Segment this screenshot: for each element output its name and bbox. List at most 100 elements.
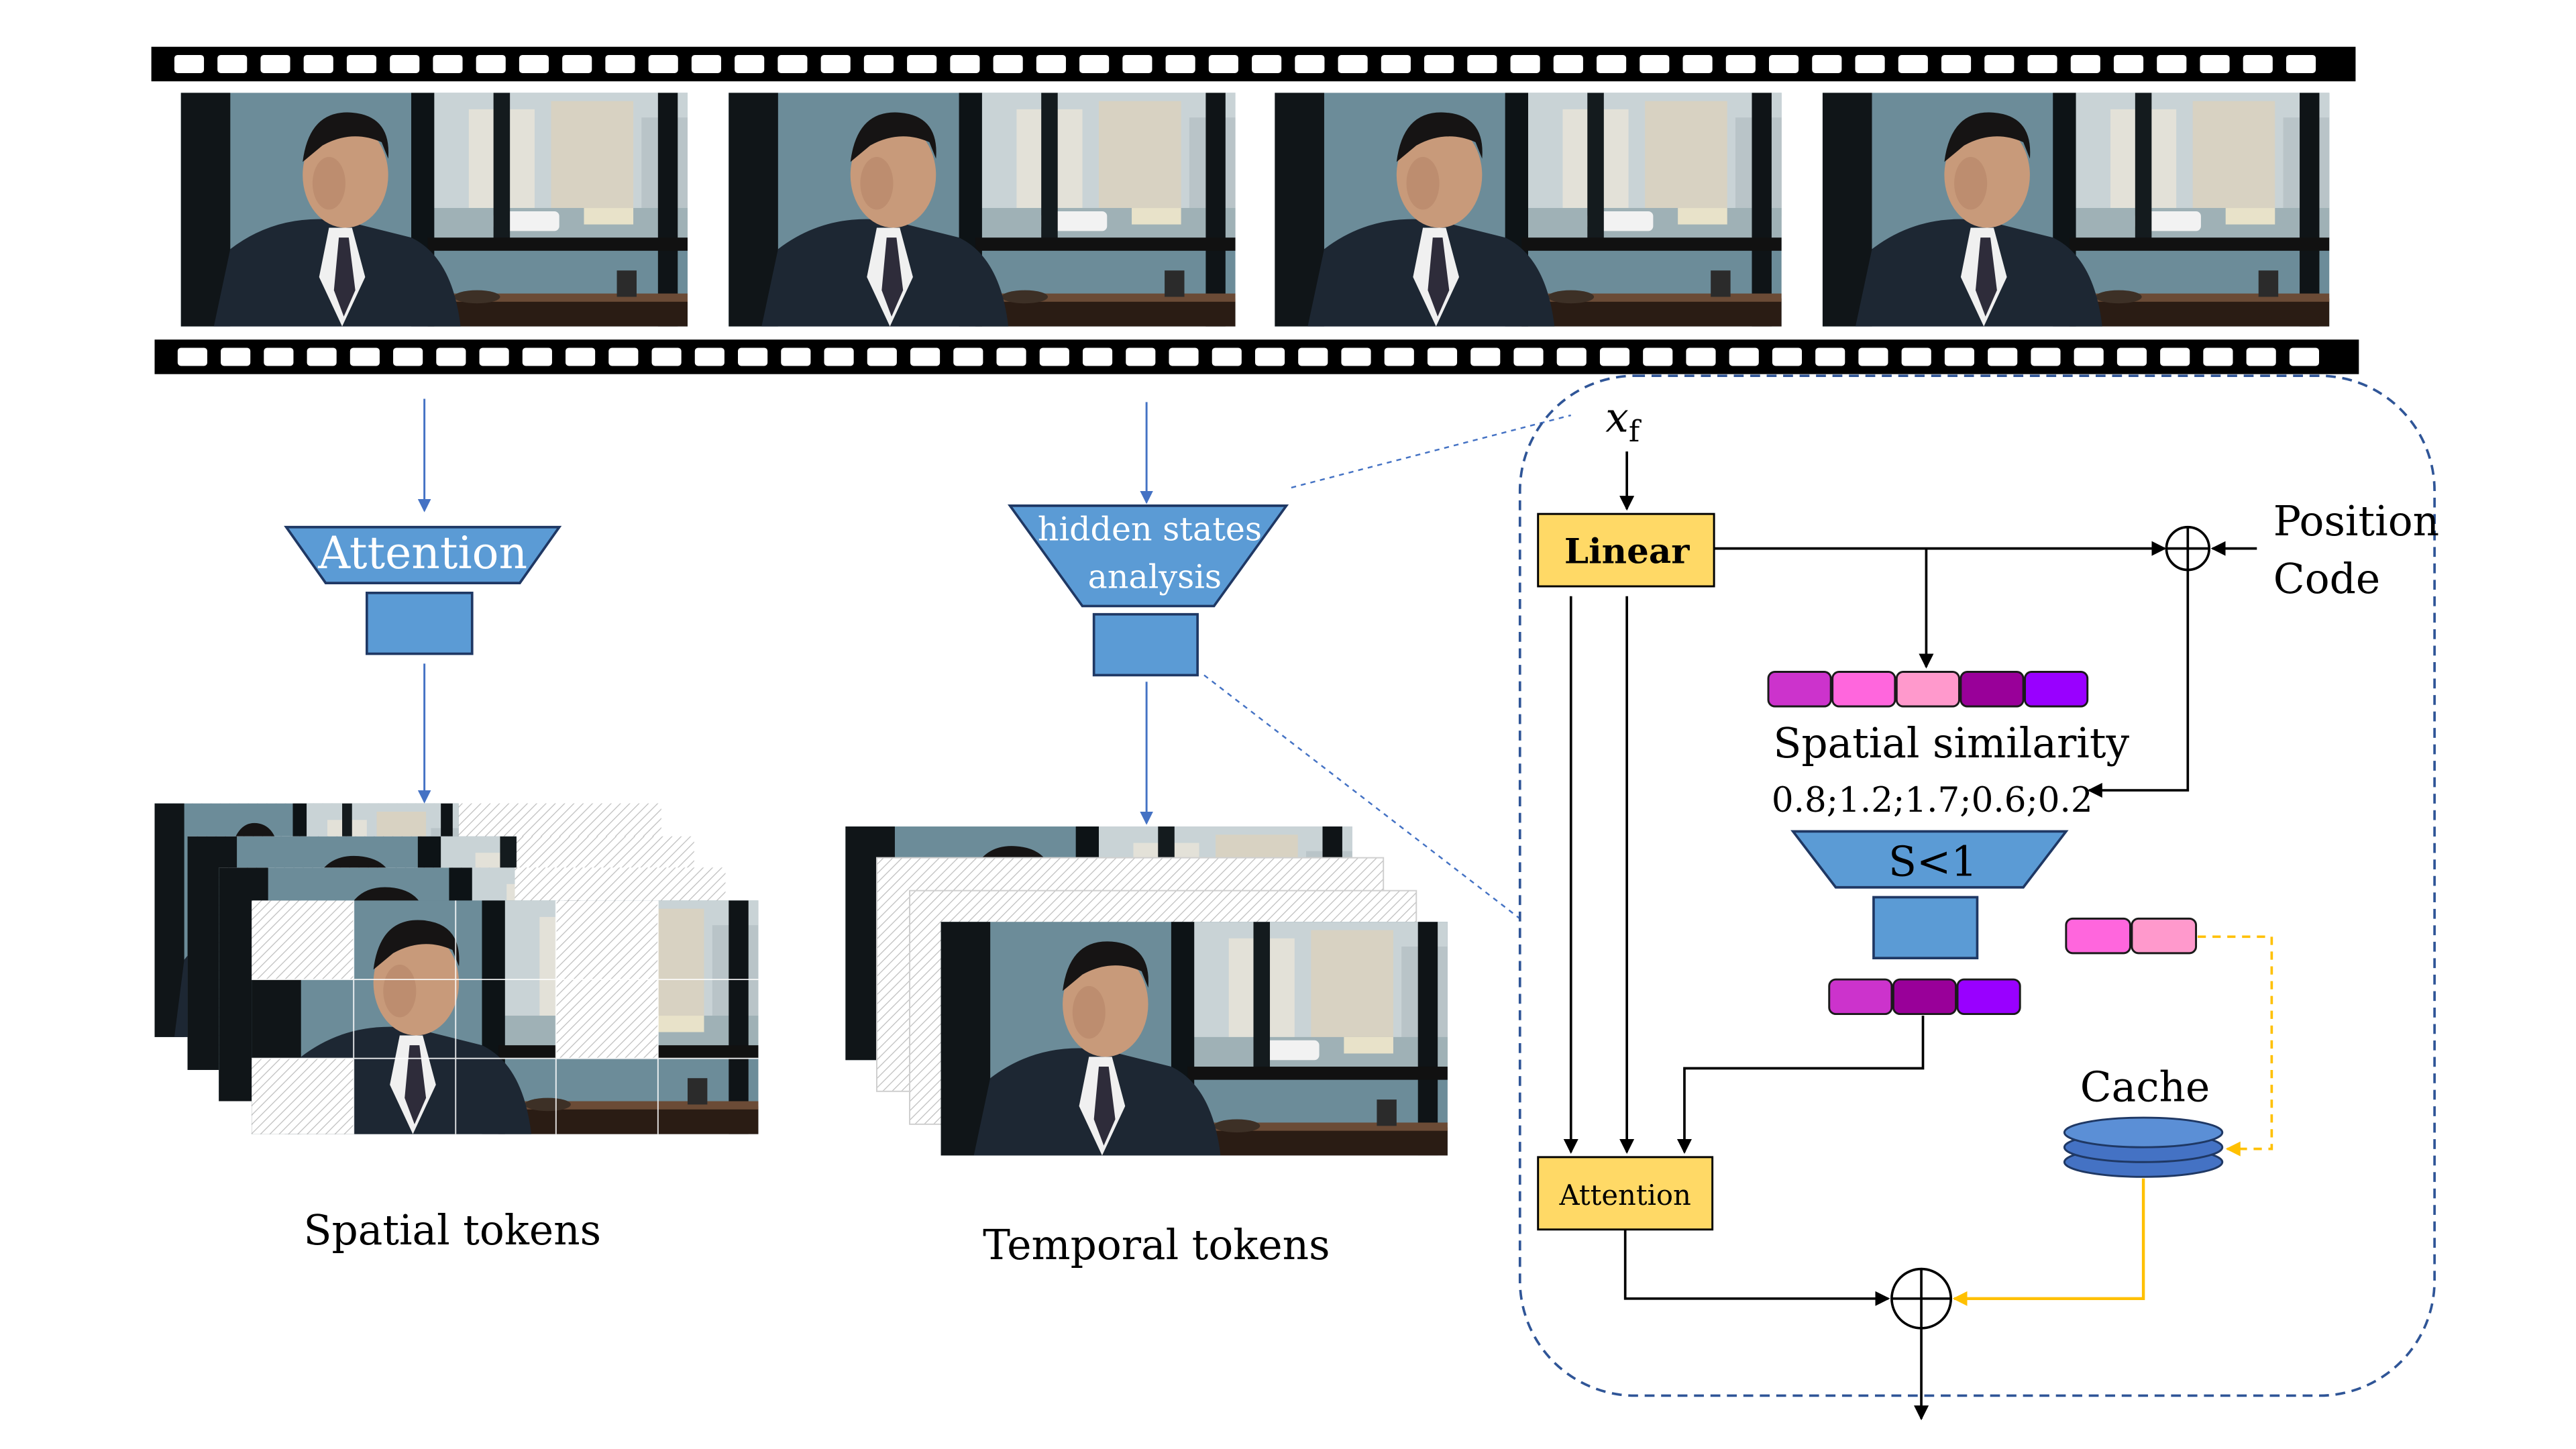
film-perforation <box>735 54 765 73</box>
temporal-branch: hidden states analysis Temporal tokens <box>845 402 1572 1269</box>
film-perforation <box>2203 347 2233 366</box>
film-perforation <box>651 347 682 366</box>
film-perforation <box>2243 54 2273 73</box>
film-perforation <box>648 54 678 73</box>
film-perforation <box>1252 54 1282 73</box>
perforation-row-bottom <box>177 347 2319 366</box>
film-perforation <box>1079 54 1110 73</box>
arrow-cache-to-output-sum <box>1952 1178 2145 1306</box>
arrow-kept-tokens-to-attention <box>1676 1016 1925 1154</box>
filmstrip <box>151 46 2359 374</box>
film-perforation <box>1427 347 1458 366</box>
film-perforation <box>910 347 941 366</box>
film-perforation <box>2027 54 2057 73</box>
film-perforation <box>867 347 897 366</box>
kept-token-row <box>1828 978 2021 1016</box>
cache-label: Cache <box>2080 1064 2210 1112</box>
temporal-token-front-frame <box>941 922 1448 1156</box>
input-x-subscript: f <box>1629 415 1642 449</box>
film-perforation <box>566 347 596 366</box>
film-perforation <box>2200 54 2230 73</box>
film-perforation <box>1772 347 1803 366</box>
threshold-output-box <box>1872 896 1979 960</box>
film-perforation <box>1812 54 1842 73</box>
film-perforation <box>1556 347 1587 366</box>
film-perforation <box>1126 347 1156 366</box>
film-perforation <box>738 347 768 366</box>
position-code-label-line2: Code <box>2273 555 2380 603</box>
cache-icon <box>2063 1116 2224 1178</box>
detail-panel: xf Linear Position Code Spatial similari… <box>1518 374 2439 1421</box>
film-perforation <box>1513 347 1544 366</box>
film-perforation <box>777 54 808 73</box>
temporal-token-stack <box>845 826 1448 1156</box>
film-perforation <box>1338 54 1368 73</box>
film-perforation <box>1036 54 1066 73</box>
film-perforation <box>260 54 290 73</box>
hidden-states-trapezoid <box>1007 504 1289 608</box>
film-perforation <box>1424 54 1454 73</box>
film-perforation <box>1341 347 1371 366</box>
film-perforation <box>1384 347 1414 366</box>
film-perforation <box>2116 347 2147 366</box>
spatial-token-row <box>1767 671 2089 708</box>
film-perforation <box>174 54 205 73</box>
position-code-label-line1: Position <box>2273 498 2439 545</box>
film-perforation <box>2286 54 2316 73</box>
film-perforation <box>307 347 337 366</box>
token-cell <box>1895 671 1960 708</box>
film-perforation <box>1165 54 1195 73</box>
film-perforation <box>562 54 592 73</box>
similarity-values: 0.8;1.2;1.7;0.6;0.2 <box>1772 780 2093 820</box>
video-frame-1 <box>180 93 688 327</box>
attention-trapezoid <box>284 525 562 584</box>
film-perforation <box>820 54 851 73</box>
detail-attention-box <box>1537 1156 1714 1231</box>
token-cell <box>1767 671 1832 708</box>
detail-panel-border <box>1518 374 2436 1397</box>
film-perforation <box>221 347 251 366</box>
film-perforation <box>1122 54 1152 73</box>
film-perforation <box>2074 347 2104 366</box>
token-cell <box>1828 978 1893 1016</box>
threshold-trapezoid <box>1790 830 2069 889</box>
film-perforation <box>1944 347 1975 366</box>
film-perforation <box>1597 54 1627 73</box>
film-perforation <box>1467 54 1497 73</box>
temporal-tokens-caption: Temporal tokens <box>983 1222 1330 1269</box>
video-frame-4 <box>1822 93 2330 327</box>
film-perforation <box>1298 347 1328 366</box>
film-perforation <box>350 347 380 366</box>
film-perforation <box>2031 347 2061 366</box>
spatial-token-front-frame <box>252 900 759 1134</box>
film-perforation <box>2113 54 2144 73</box>
spatial-tokens-caption: Spatial tokens <box>304 1207 602 1254</box>
film-perforation <box>436 347 466 366</box>
film-perforation <box>1643 347 1673 366</box>
hidden-states-label-line1: hidden states <box>1038 509 1262 548</box>
film-perforation <box>390 54 420 73</box>
film-perforation <box>1686 347 1716 366</box>
position-sum-node <box>2165 525 2211 572</box>
video-frame-2 <box>729 93 1236 327</box>
film-perforation <box>1729 347 1759 366</box>
film-perforation <box>953 347 983 366</box>
film-perforation <box>1855 54 1885 73</box>
film-perforation <box>694 347 724 366</box>
perforation-row-top <box>174 54 2316 73</box>
film-perforation <box>303 54 333 73</box>
detail-attention-label: Attention <box>1559 1179 1691 1212</box>
film-perforation <box>907 54 937 73</box>
film-perforation <box>1470 347 1501 366</box>
film-perforation <box>1208 54 1238 73</box>
film-perforation <box>522 347 552 366</box>
film-perforation <box>433 54 463 73</box>
film-perforation <box>1988 347 2018 366</box>
video-frame-3 <box>1275 93 1782 327</box>
cached-token-row <box>2065 917 2198 955</box>
film-perforation <box>2246 347 2276 366</box>
token-cell <box>2065 917 2131 955</box>
film-perforation <box>1901 347 1931 366</box>
token-cell <box>1831 671 1896 708</box>
film-perforation <box>996 347 1026 366</box>
